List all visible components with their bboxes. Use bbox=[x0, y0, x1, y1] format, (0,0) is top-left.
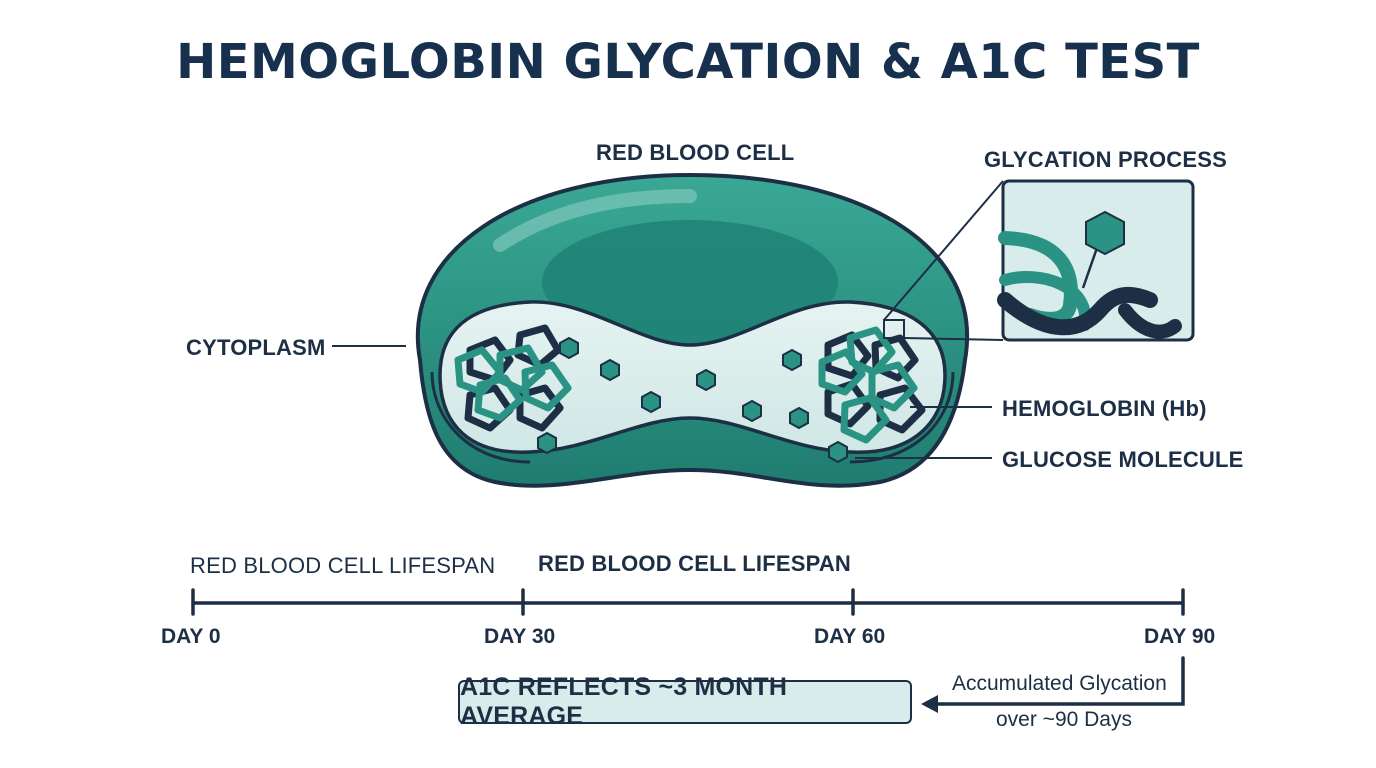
lifespan-label-1: RED BLOOD CELL LIFESPAN bbox=[190, 553, 496, 578]
tick-label-day-90: DAY 90 bbox=[1144, 625, 1216, 648]
hemoglobin-label: HEMOGLOBIN (Hb) bbox=[1002, 396, 1207, 421]
tick-label-day-60: DAY 60 bbox=[814, 625, 886, 648]
red-blood-cell bbox=[416, 172, 969, 488]
glucose-hexagon bbox=[696, 368, 716, 392]
glycation-zoom-inset bbox=[883, 179, 1195, 342]
tick-label-day-30: DAY 30 bbox=[484, 625, 556, 648]
accumulated-note-line-1: Accumulated Glycation bbox=[952, 672, 1167, 695]
a1c-result-box: A1C REFLECTS ~3 MONTH AVERAGE bbox=[458, 673, 912, 730]
glucose-molecule-label: GLUCOSE MOLECULE bbox=[1002, 447, 1244, 472]
glycation-process-label: GLYCATION PROCESS bbox=[984, 147, 1227, 172]
cytoplasm-label: CYTOPLASM bbox=[186, 335, 326, 360]
timeline bbox=[191, 588, 1185, 706]
return-arrow bbox=[933, 656, 1185, 706]
glucose-hexagon bbox=[537, 431, 557, 455]
tick-label-day-0: DAY 0 bbox=[161, 625, 221, 648]
leader-lines bbox=[332, 345, 992, 459]
glucose-hexagon bbox=[782, 348, 802, 372]
arrow-head bbox=[921, 695, 938, 713]
accumulated-note-line-2: over ~90 Days bbox=[996, 708, 1132, 731]
glucose-hexagon-zoomed bbox=[1085, 210, 1125, 256]
cell-top-dimple bbox=[542, 220, 838, 344]
glucose-hexagon bbox=[742, 399, 762, 423]
glucose-hexagon bbox=[559, 336, 579, 360]
glucose-hexagon bbox=[600, 358, 620, 382]
page-title: HEMOGLOBIN GLYCATION & A1C TEST bbox=[176, 34, 1200, 90]
glucose-hexagon bbox=[789, 406, 809, 430]
red-blood-cell-label: RED BLOOD CELL bbox=[596, 140, 795, 165]
cell-highlight bbox=[493, 189, 697, 252]
glucose-hexagon bbox=[641, 390, 661, 414]
glucose-molecules bbox=[537, 336, 848, 464]
glucose-hexagon bbox=[828, 440, 848, 464]
hemoglobin-cluster-right bbox=[818, 326, 926, 444]
lifespan-label-2: RED BLOOD CELL LIFESPAN bbox=[538, 551, 852, 576]
hemoglobin-cluster-left bbox=[454, 324, 572, 432]
